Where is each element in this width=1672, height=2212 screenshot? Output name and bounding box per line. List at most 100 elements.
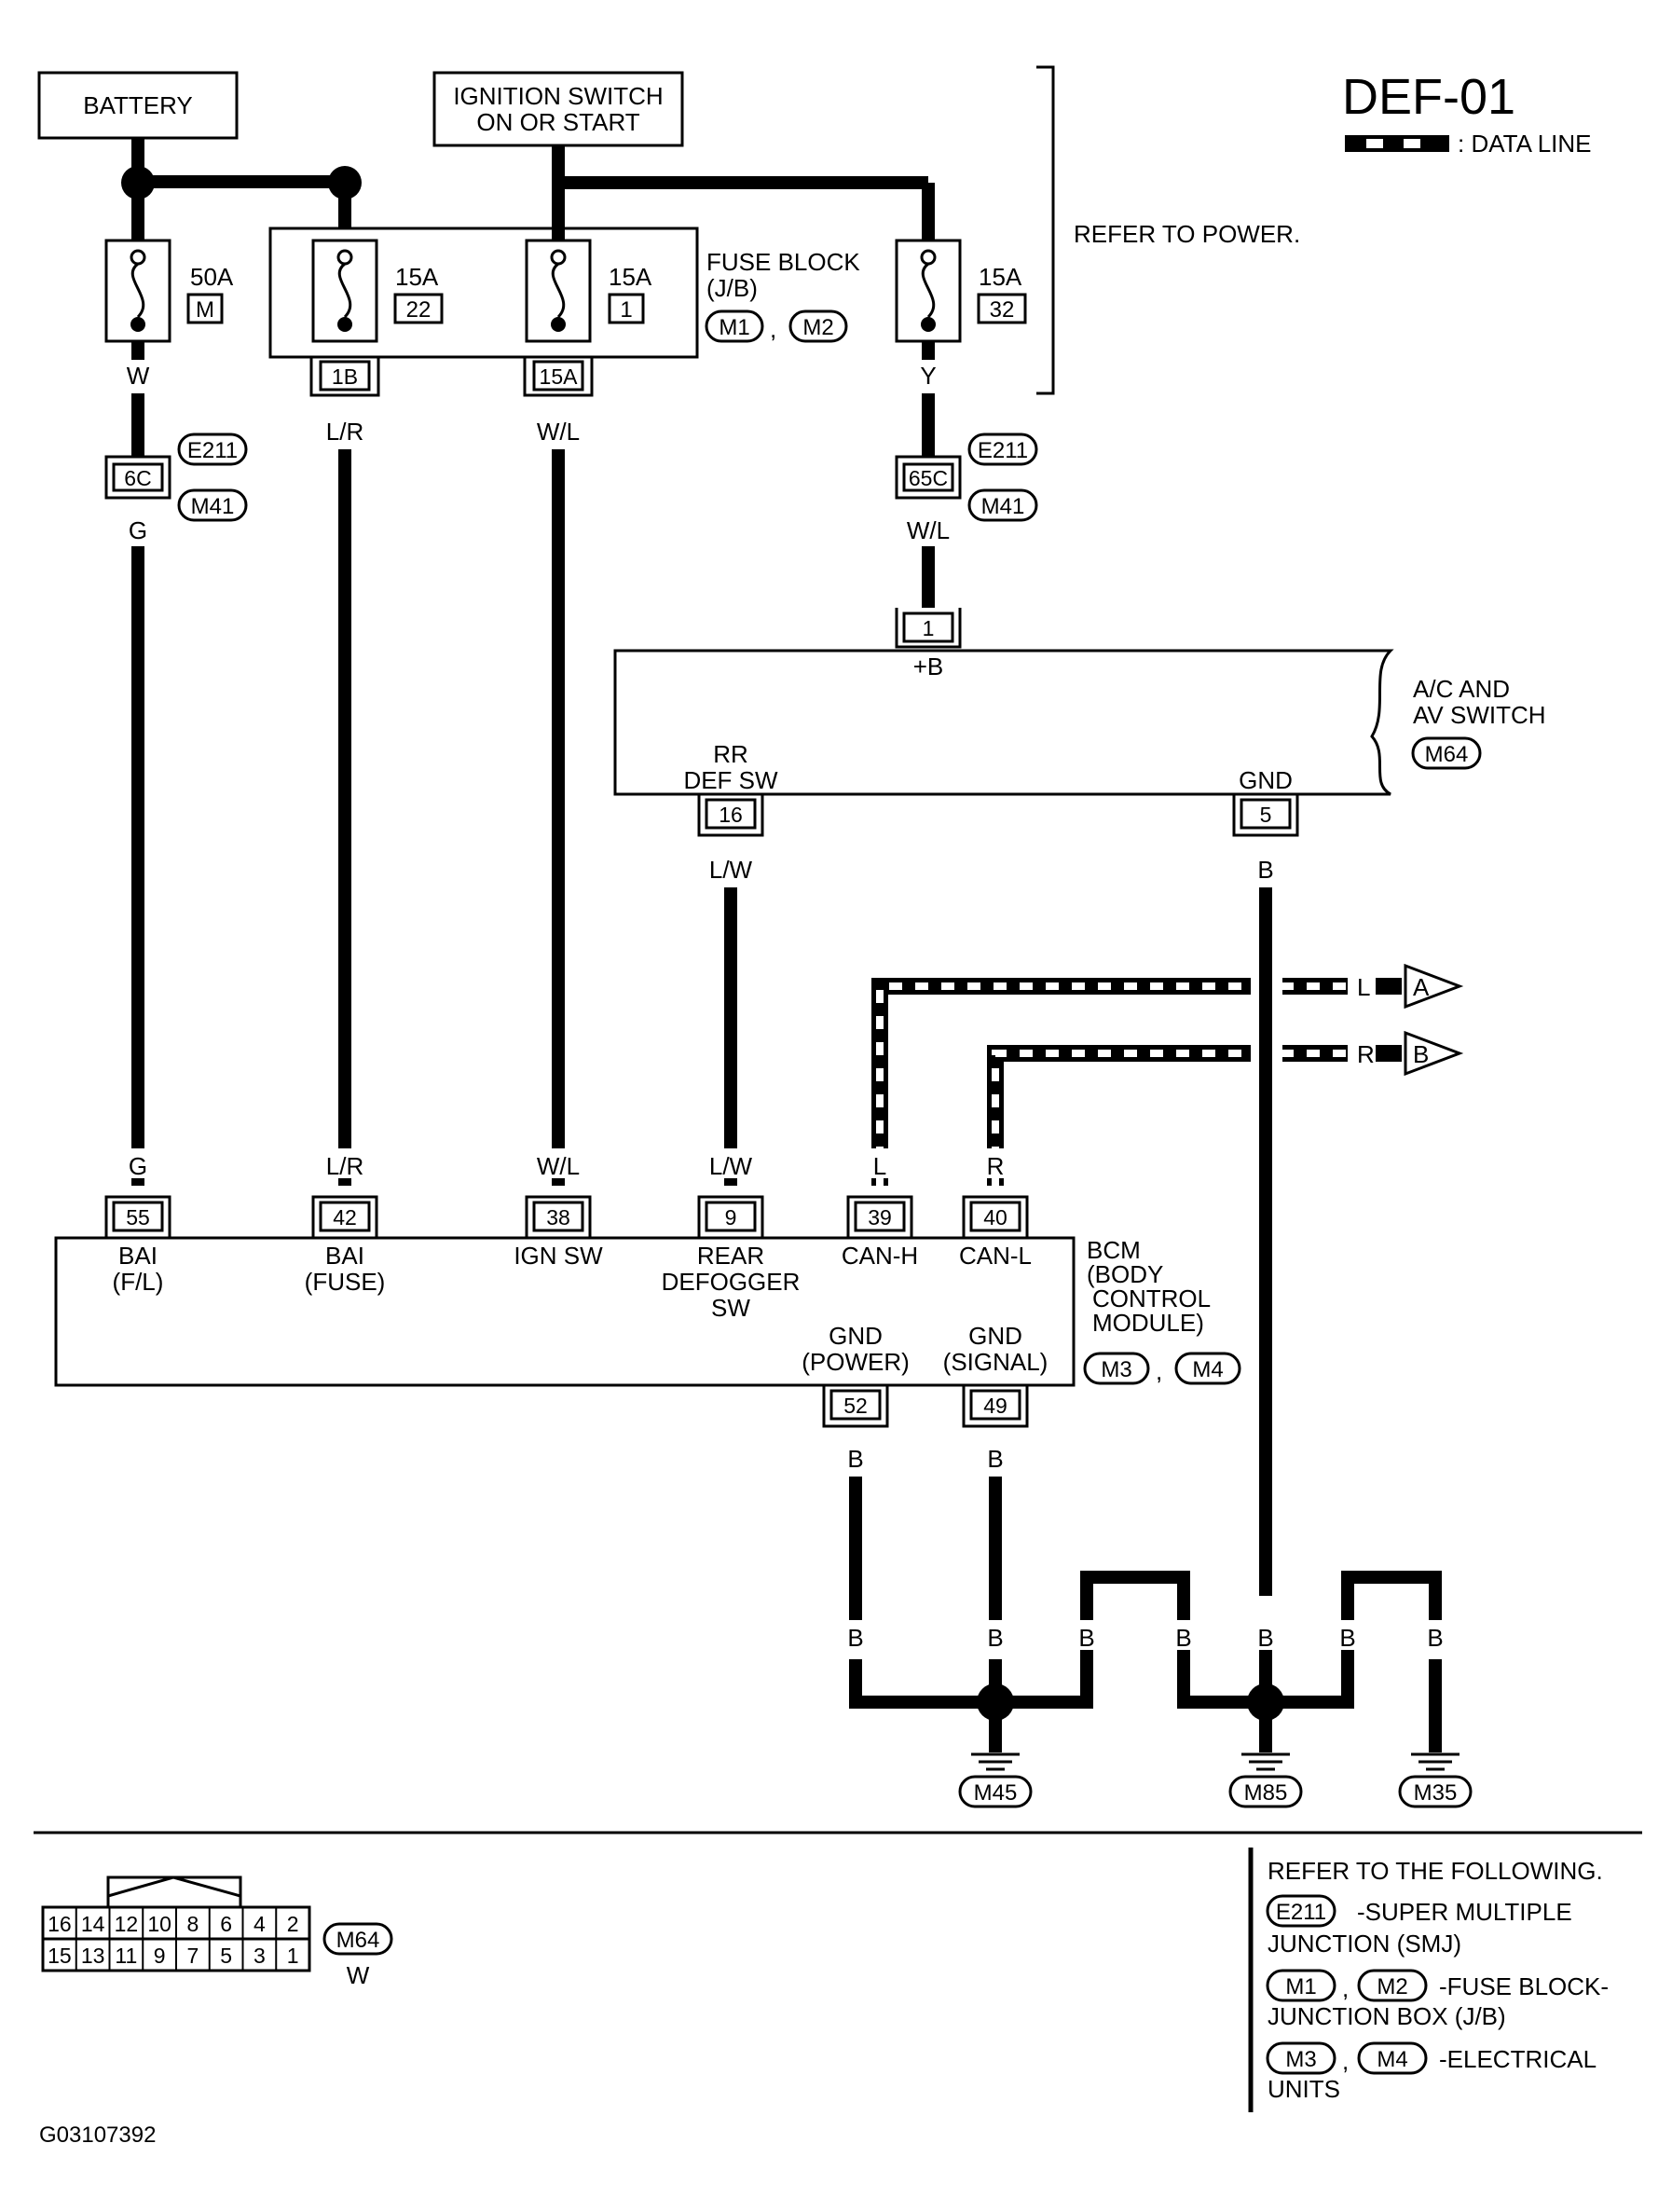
svg-text:M41: M41 <box>981 494 1025 519</box>
connector-face-cavity: 5 <box>220 1944 232 1968</box>
wire-color-y: Y <box>920 362 936 390</box>
connector-face-cavity: 8 <box>186 1912 199 1936</box>
svg-text:-FUSE BLOCK-: -FUSE BLOCK- <box>1439 1972 1609 2000</box>
ac-av-switch-box <box>613 649 1394 796</box>
fuse-50a: 50A M <box>104 239 234 343</box>
svg-text:15A: 15A <box>979 263 1022 291</box>
svg-text:E211: E211 <box>187 438 238 463</box>
connector-face-cavity: 12 <box>115 1912 139 1936</box>
svg-text:49: 49 <box>983 1394 1007 1418</box>
bcm-pin-number: 42 <box>333 1205 357 1230</box>
splice-ground-1 <box>977 1683 1014 1721</box>
ac-switch-pin-5: 5 <box>1232 794 1299 837</box>
svg-text:M64: M64 <box>1425 742 1469 767</box>
ac-switch-pin16-label-2: DEF SW <box>683 766 778 794</box>
splice-ground-2 <box>1247 1683 1284 1721</box>
bcm-pin-number: 39 <box>868 1205 892 1230</box>
svg-text:15A: 15A <box>540 364 579 389</box>
battery-box: BATTERY <box>37 71 239 140</box>
connector-face-cavity: 14 <box>81 1912 105 1936</box>
svg-text:M45: M45 <box>974 1780 1018 1806</box>
ground-m45: M45 <box>958 1752 1033 1808</box>
svg-text:R: R <box>1357 1040 1375 1068</box>
svg-text:JUNCTION BOX (J/B): JUNCTION BOX (J/B) <box>1268 2002 1506 2030</box>
svg-text:M35: M35 <box>1414 1780 1458 1806</box>
svg-text:-ELECTRICAL: -ELECTRICAL <box>1439 2045 1597 2073</box>
svg-text:M64: M64 <box>336 1928 380 1953</box>
bcm-name-1: BCM <box>1087 1236 1141 1264</box>
svg-text:L: L <box>1357 973 1370 1001</box>
bcm-pin-label: BAI <box>325 1242 364 1270</box>
svg-text:5: 5 <box>1260 803 1272 827</box>
fuse-15a-32: 15A 32 <box>895 239 1027 343</box>
refer-m1-m2: M1 , M2 -FUSE BLOCK- JUNCTION BOX (J/B) <box>1266 1969 1609 2030</box>
svg-text:16: 16 <box>719 803 743 827</box>
svg-text:1: 1 <box>923 616 935 640</box>
svg-text:B: B <box>1339 1624 1355 1652</box>
refer-m3-m4: M3 , M4 -ELECTRICAL UNITS <box>1266 2041 1597 2103</box>
figure-id: G03107392 <box>39 2123 156 2148</box>
ground-wire-colors: B B B B B B B <box>843 1620 1448 1652</box>
fuse-block-jb-label: (J/B) <box>706 274 758 302</box>
connector-face-cavity: 16 <box>48 1912 72 1936</box>
ac-switch-pin-16: 16 <box>697 794 764 837</box>
bcm-box <box>54 1236 1076 1387</box>
bcm-name-3: CONTROL <box>1092 1285 1211 1312</box>
bcm-pin-label: REAR <box>697 1242 764 1270</box>
svg-text:M3: M3 <box>1101 1357 1131 1382</box>
can-l-data-line: R B <box>987 1030 1464 1186</box>
bcm-pin-number: 38 <box>546 1205 570 1230</box>
svg-text:,: , <box>1342 1974 1349 2002</box>
terminal-1b: 1B <box>309 357 380 397</box>
svg-text:UNITS: UNITS <box>1268 2075 1340 2103</box>
fuse-block-label: FUSE BLOCK <box>706 248 860 276</box>
svg-text:G: G <box>129 516 147 544</box>
bcm-pin-label: (FUSE) <box>305 1268 386 1296</box>
svg-text:R: R <box>987 1152 1005 1180</box>
ground-wires <box>849 1477 1442 1752</box>
svg-text:M85: M85 <box>1244 1780 1288 1806</box>
connector-face-cavity: 3 <box>254 1944 266 1968</box>
svg-text:1: 1 <box>620 297 632 323</box>
svg-text:B: B <box>1175 1624 1191 1652</box>
bcm-name-2: (BODY <box>1087 1260 1163 1288</box>
data-line-legend: : DATA LINE <box>1345 130 1592 158</box>
connector-face-cavity: 4 <box>254 1912 266 1936</box>
bcm-pin-49: 49 <box>962 1385 1029 1428</box>
svg-text:22: 22 <box>406 297 432 323</box>
bcm-gnd-signal-label-2: (SIGNAL) <box>943 1348 1048 1376</box>
battery-bus <box>131 138 351 240</box>
svg-text:M1: M1 <box>1285 1974 1316 1999</box>
bcm-pin-label: (F/L) <box>113 1268 164 1296</box>
svg-text:,: , <box>1342 2047 1349 2075</box>
ground-m85: M85 <box>1228 1752 1303 1808</box>
svg-text:M: M <box>196 297 214 323</box>
svg-text:E211: E211 <box>978 438 1028 463</box>
svg-text:52: 52 <box>843 1394 868 1418</box>
ac-switch-pin5-label: GND <box>1239 766 1293 794</box>
fuse-block-connectors: M1 , M2 <box>705 309 848 343</box>
svg-text:M2: M2 <box>1377 1974 1407 1999</box>
refer-e211: E211 -SUPER MULTIPLE JUNCTION (SMJ) <box>1266 1894 1572 1958</box>
svg-text:B: B <box>1078 1624 1094 1652</box>
svg-text:M3: M3 <box>1285 2047 1316 2072</box>
ac-switch-connector-m64: A/C AND M64 <box>1411 736 1482 770</box>
bcm-pin-label: BAI <box>118 1242 158 1270</box>
svg-text:B: B <box>1257 1624 1273 1652</box>
connector-face-cavity: 10 <box>147 1912 171 1936</box>
svg-text:,: , <box>1156 1357 1162 1385</box>
bcm-pin-label: DEFOGGER <box>662 1268 801 1296</box>
can-h-data-line: L A <box>871 963 1464 1186</box>
svg-text:32: 32 <box>990 297 1015 323</box>
splice-battery-1 <box>121 166 155 199</box>
refer-box-heading: REFER TO THE FOLLOWING. <box>1268 1857 1603 1885</box>
refer-power-bracket <box>1036 65 1055 395</box>
connector-face-cavity: 2 <box>287 1912 299 1936</box>
upper-wires <box>131 341 935 1186</box>
